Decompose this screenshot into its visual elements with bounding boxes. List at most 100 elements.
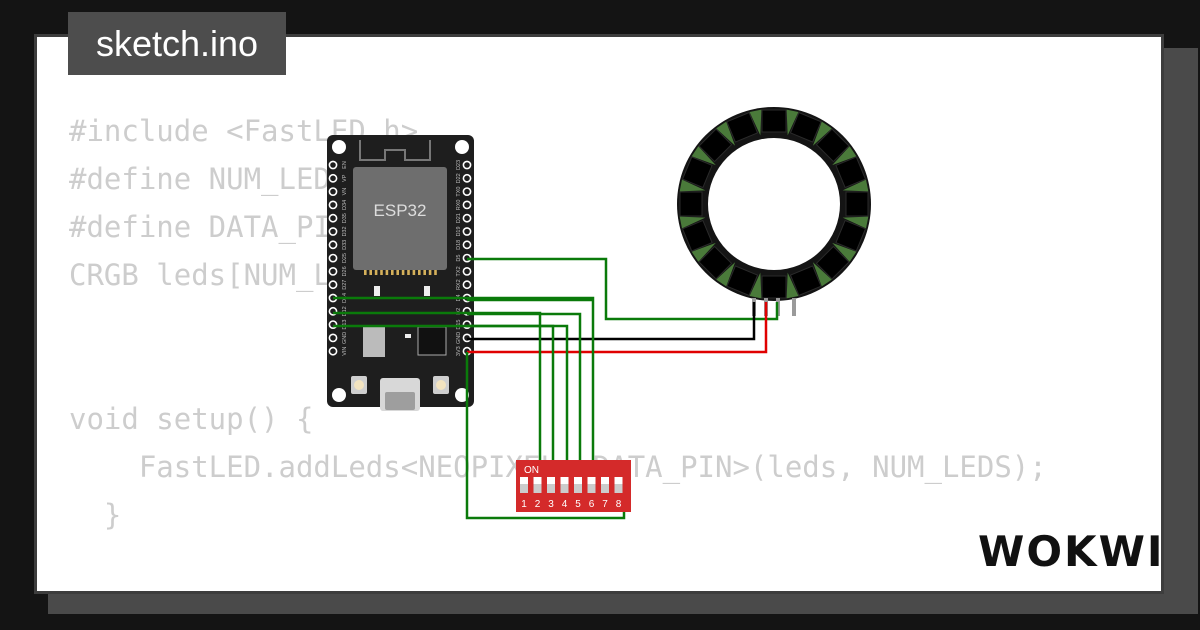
led-pixel-gap (812, 262, 832, 287)
pin-label: D27 (342, 280, 348, 290)
esp32-board[interactable]: ESP32 ENVPVND34D35D32D33D25D26D27D14D12D… (327, 135, 474, 411)
pin-label: D12 (342, 306, 348, 316)
dip-position-label: 3 (548, 499, 554, 510)
pin-label: D34 (342, 200, 348, 210)
dip-lever (587, 484, 596, 493)
led-pixel (726, 109, 762, 143)
led-ring[interactable] (677, 107, 871, 316)
header-pin (462, 213, 472, 223)
header-pin (328, 160, 338, 170)
wire-data (467, 257, 779, 321)
header-pin (328, 227, 338, 236)
led-pixel (815, 128, 857, 166)
module-pad (396, 270, 399, 275)
header-pin (328, 200, 338, 210)
ring-pin-dout (792, 298, 796, 316)
dip-position-label: 4 (562, 499, 568, 510)
en-button-cap (354, 380, 364, 390)
pin-label: D23 (456, 160, 462, 170)
pin-label: 3V3 (456, 346, 462, 356)
led-pixel (835, 156, 869, 192)
led-pixel-gap (749, 109, 762, 136)
header-pin (328, 346, 338, 356)
dip-position-label: 8 (616, 499, 622, 510)
pin-label: VIN (342, 347, 348, 356)
led-pixel (691, 242, 733, 280)
led-pixel (679, 179, 706, 217)
file-tab[interactable]: sketch.ino (68, 12, 286, 75)
mount-hole (455, 140, 469, 154)
pin-label: VN (342, 188, 348, 196)
pin-label: GND (456, 332, 462, 344)
led-pixel (681, 146, 716, 189)
header-pin (328, 173, 338, 183)
header-pin (462, 187, 472, 196)
dip-lever (547, 484, 555, 493)
led-pixel (789, 111, 832, 146)
header-pin (328, 253, 338, 263)
dip-switch-on-label: ON (524, 465, 539, 476)
pin-label: D15 (456, 320, 462, 330)
led-pixel-gap (842, 216, 869, 229)
led-pixel-gap (786, 109, 799, 136)
usb-port-opening (385, 392, 415, 410)
pin-label: D25 (342, 253, 348, 263)
dip-lever (614, 484, 623, 493)
left-pin-header: ENVPVND34D35D32D33D25D26D27D14D12D13GNDV… (328, 160, 348, 356)
led-pixel (698, 121, 736, 163)
smd-part (424, 286, 430, 296)
code-line: FastLED.addLeds<NEOPIXEL, DATA_PIN>(leds… (138, 450, 1047, 484)
esp32-module (353, 167, 447, 270)
pin-label: D19 (456, 226, 462, 236)
pin-label: VP (342, 174, 348, 182)
pin-label: RX0 (456, 200, 462, 211)
led-pixel-gap (716, 262, 736, 287)
module-pad (428, 270, 432, 275)
code-editor[interactable]: #include <FastLED.h>#define NUM_LEDS 16#… (69, 107, 1133, 591)
led-pixel (812, 245, 850, 287)
dip-position-label: 6 (589, 499, 595, 510)
module-label: ESP32 (374, 201, 427, 220)
pin-label: D22 (456, 173, 462, 183)
pin-label: D5 (456, 255, 462, 262)
code-line: void setup() { (69, 402, 314, 436)
led-pixel-gap (679, 179, 706, 192)
module-pad (369, 270, 372, 275)
pin-label: D18 (456, 240, 462, 250)
sketch-card: #include <FastLED.h>#define NUM_LEDS 16#… (34, 34, 1164, 594)
led-pixel (761, 109, 799, 136)
header-pin (462, 200, 472, 210)
led-pixel-gap (691, 146, 716, 166)
led-pixel-gap (716, 121, 736, 146)
module-pad (412, 270, 416, 275)
antenna-trace (359, 140, 431, 161)
module-pad (407, 270, 410, 275)
header-pin (462, 240, 472, 250)
pin-label: TX2 (456, 266, 462, 276)
dip-position-label: 1 (521, 499, 527, 510)
module-pad (391, 270, 394, 275)
module-pad (423, 270, 426, 275)
dip-lever (520, 484, 528, 493)
dip-position-label: 5 (575, 499, 581, 510)
dip-lever (560, 484, 569, 493)
header-pin (328, 240, 338, 250)
dip-lever (533, 484, 542, 493)
wokwi-logo: WOKWI (978, 527, 1165, 576)
led-pixel (842, 191, 869, 229)
module-pad (385, 270, 389, 275)
led-ring-hole (708, 138, 840, 270)
module-pad (401, 270, 405, 275)
led-pixel-gap (832, 146, 857, 166)
module-pad (434, 270, 437, 275)
led-pixel-gap (786, 272, 799, 299)
wire-switch-5 (467, 312, 582, 470)
usb-uart-chip (417, 326, 447, 356)
pin-label: TX0 (456, 187, 462, 197)
header-pin (462, 227, 472, 236)
dip-lever (601, 484, 609, 493)
wire-switch-4 (467, 324, 569, 470)
